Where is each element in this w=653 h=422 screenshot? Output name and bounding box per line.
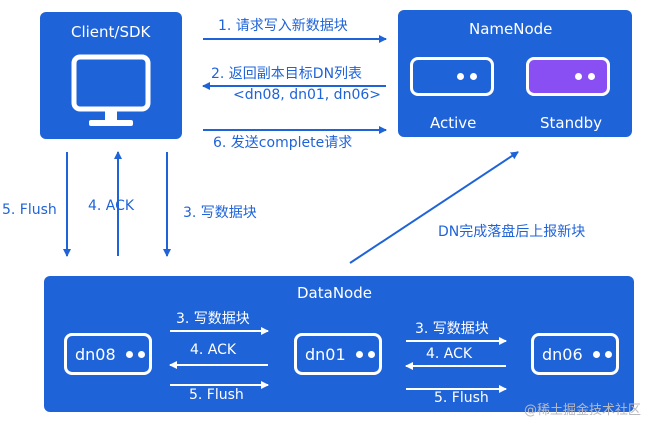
return-list-label: 2. 返回副本目标DN列表: [211, 66, 363, 82]
dn01-dn06-write-label: 3. 写数据块: [415, 321, 489, 337]
active-server-icon: [410, 57, 494, 96]
namenode-title: NameNode: [469, 20, 553, 38]
standby-server-icon: [526, 57, 610, 96]
node-dn01: dn01: [294, 333, 382, 375]
node-dn06: dn06: [531, 333, 619, 375]
node-dn01-label: dn01: [305, 345, 346, 364]
dn08-dn01-ack-label: 4. ACK: [190, 342, 237, 358]
return-list-values: <dn08, dn01, dn06>: [233, 87, 381, 103]
node-dn08-label: dn08: [75, 345, 116, 364]
datanode-title: DataNode: [297, 284, 372, 302]
client-sdk-box: Client/SDK: [40, 12, 182, 139]
ack-label: 4. ACK: [88, 198, 135, 214]
standby-label: Standby: [540, 114, 603, 132]
node-dn08: dn08: [64, 333, 152, 375]
dn01-dn06-ack-label: 4. ACK: [426, 346, 473, 362]
request-write-label: 1. 请求写入新数据块: [218, 18, 348, 34]
node-dn06-label: dn06: [542, 345, 583, 364]
dn08-dn01-flush-label: 5. Flush: [189, 387, 244, 403]
dn01-dn06-flush-label: 5. Flush: [434, 390, 489, 406]
dn08-dn01-write-label: 3. 写数据块: [176, 311, 250, 327]
arrow-report: [349, 151, 519, 264]
send-complete-label: 6. 发送complete请求: [213, 135, 353, 151]
write-label: 3. 写数据块: [183, 205, 257, 221]
flush-label: 5. Flush: [2, 202, 57, 218]
client-sdk-title: Client/SDK: [71, 23, 151, 41]
watermark-text: @稀土掘金技术社区: [524, 403, 642, 418]
monitor-icon: [71, 54, 151, 126]
report-label: DN完成落盘后上报新块: [438, 224, 586, 240]
namenode-box: NameNode Active Standby: [398, 10, 632, 137]
active-label: Active: [430, 114, 477, 132]
